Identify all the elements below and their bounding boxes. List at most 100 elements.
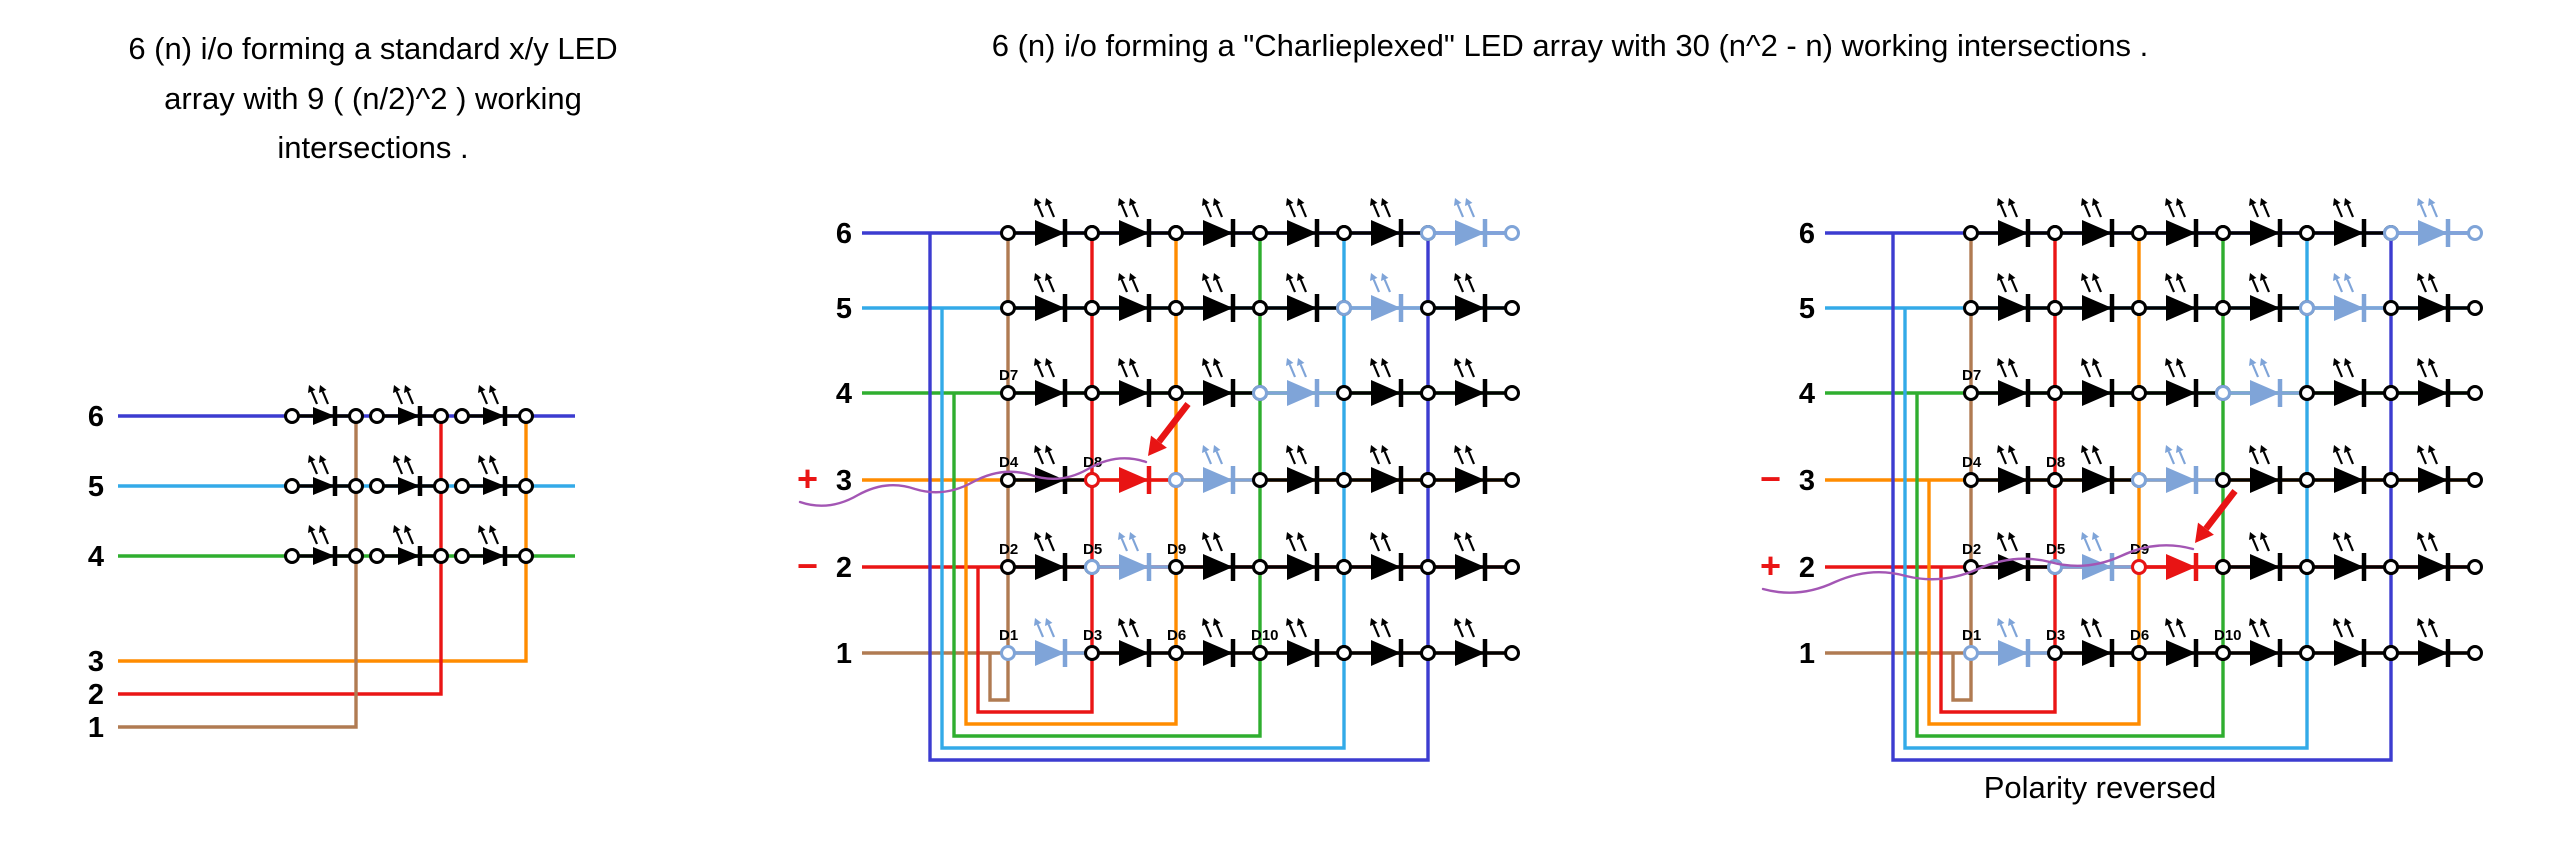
terminal-circle [2215,225,2231,241]
emission-arrow-icon [1045,273,1056,293]
terminal-circle [1963,385,1979,401]
emission-arrow-icon [2249,358,2260,378]
led-row6-col1 [284,385,364,426]
emission-arrow-icon [1454,358,1465,378]
diode-triangle [1371,640,1401,666]
diode-triangle [2334,554,2364,580]
emission-arrow-icon [1997,273,2008,293]
emission-arrow-icon [308,525,319,545]
diode-triangle [483,547,505,565]
emission-arrow-icon [1997,198,2008,218]
diode-triangle [1203,220,1233,246]
terminal-circle [1084,225,1100,241]
terminal-circle [2047,385,2063,401]
terminal-circle [2131,225,2147,241]
terminal-circle [2131,385,2147,401]
diode-triangle [313,407,335,425]
emission-arrow-icon [1045,198,1056,218]
led-row6-slot3 [1168,198,1268,247]
emission-arrow-icon [1213,358,1224,378]
terminal-circle [1252,645,1268,661]
emission-arrow-icon [2333,445,2344,465]
diode-triangle [1119,640,1149,666]
standard-array-title-line2: array with 9 ( (n/2)^2 ) working [164,80,582,116]
diode-triangle [1998,295,2028,321]
terminal-circle [1504,225,1520,241]
terminal-circle [454,548,470,564]
emission-arrow-icon [1034,532,1045,552]
diode-triangle [1119,220,1149,246]
row-label-5: 5 [88,471,104,503]
emission-arrow-icon [393,525,404,545]
standard-array-title-line1: 6 (n) i/o forming a standard x/y LED [128,31,618,66]
emission-arrow-icon [1286,358,1297,378]
led-row6-col3 [454,385,534,426]
led-row6-slot5 [2299,198,2399,247]
terminal-circle [2467,300,2483,316]
emission-arrow-icon [393,455,404,475]
diode-triangle [2334,640,2364,666]
emission-arrow-icon [1118,618,1129,638]
diode-triangle [1287,380,1317,406]
terminal-circle [2299,225,2315,241]
terminal-circle [1000,645,1016,661]
emission-arrow-icon [1297,198,1308,218]
emission-arrow-icon [1129,532,1140,552]
emission-arrow-icon [1465,532,1476,552]
terminal-circle [2131,645,2147,661]
diode-triangle [1203,467,1233,493]
emission-arrow-icon [2344,273,2355,293]
diode-triangle [1035,380,1065,406]
diode-triangle [2250,295,2280,321]
terminal-circle [2047,645,2063,661]
led-label-D8: D8 [2046,454,2065,471]
diode-triangle [1119,467,1149,493]
led-row4-col2 [369,525,449,566]
led-label-D5: D5 [2046,541,2065,558]
emission-arrow-icon [2092,273,2103,293]
terminal-circle [369,478,385,494]
emission-arrow-icon [1297,532,1308,552]
emission-arrow-icon [2165,358,2176,378]
diode-triangle [313,547,335,565]
terminal-circle [2383,300,2399,316]
emission-arrow-icon [2092,445,2103,465]
led-row5-slot3 [1168,273,1268,322]
emission-arrow-icon [1454,532,1465,552]
terminal-circle [284,478,300,494]
led-row4-slot4-diagonal [1252,358,1352,407]
terminal-circle [1504,300,1520,316]
emission-arrow-icon [2008,532,2019,552]
led-row6-slot5 [1336,198,1436,247]
diode-triangle [1287,640,1317,666]
led-row6-slot6-diagonal [1420,198,1520,247]
terminal-circle [518,478,534,494]
diode-triangle [2334,220,2364,246]
terminal-circle [1084,300,1100,316]
terminal-circle [2467,559,2483,575]
terminal-circle [1168,225,1184,241]
terminal-circle [1336,645,1352,661]
led-label-D6: D6 [2130,627,2149,644]
diode-triangle [2418,380,2448,406]
emission-arrow-icon [2260,198,2271,218]
emission-arrow-icon [319,525,330,545]
emission-arrow-icon [1370,198,1381,218]
emission-arrow-icon [1465,273,1476,293]
emission-arrow-icon [2249,532,2260,552]
led-label-D9: D9 [1167,541,1186,558]
led-label-D2: D2 [1962,541,1981,558]
led-row6-slot2 [2047,198,2147,247]
emission-arrow-icon [2092,532,2103,552]
emission-arrow-icon [1997,445,2008,465]
diode-triangle [1455,380,1485,406]
emission-arrow-icon [1370,358,1381,378]
emission-arrow-icon [1465,445,1476,465]
emission-arrow-icon [1129,358,1140,378]
emission-arrow-icon [2428,198,2439,218]
emission-arrow-icon [1381,273,1392,293]
terminal-circle [2383,385,2399,401]
terminal-circle [1084,559,1100,575]
emission-arrow-icon [1129,618,1140,638]
